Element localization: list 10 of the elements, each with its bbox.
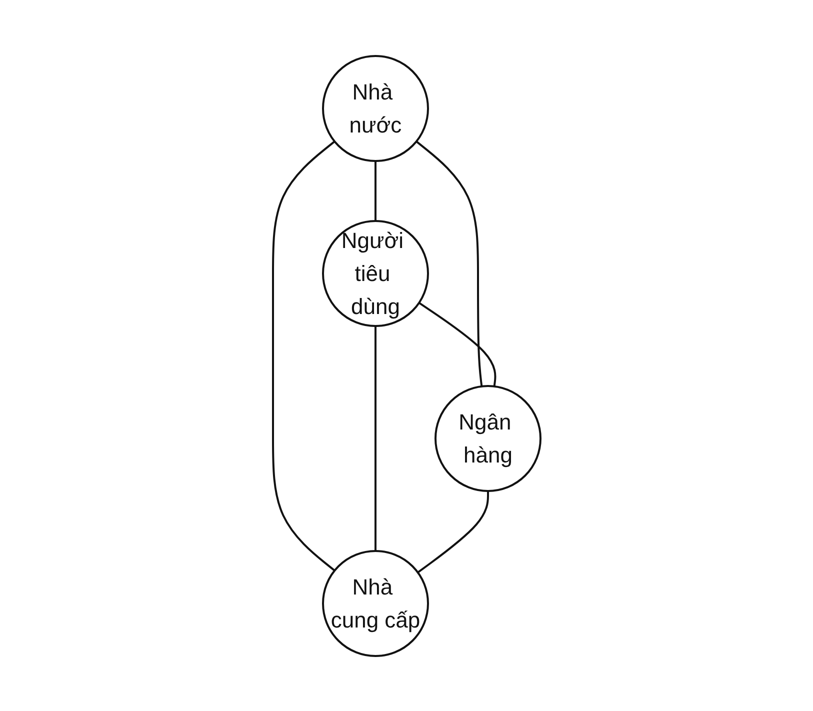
connector xyxy=(416,140,482,386)
connector xyxy=(272,140,335,571)
node-circle: Người tiêu dùng xyxy=(322,220,429,326)
node-circle: Ngân hàng xyxy=(434,384,542,492)
connector xyxy=(374,160,376,220)
node-circle: Nhà nước xyxy=(322,54,429,162)
connector xyxy=(418,302,496,386)
connector xyxy=(374,326,376,550)
node-circle: Nhà cung cấp xyxy=(322,550,429,656)
connector xyxy=(417,490,489,573)
